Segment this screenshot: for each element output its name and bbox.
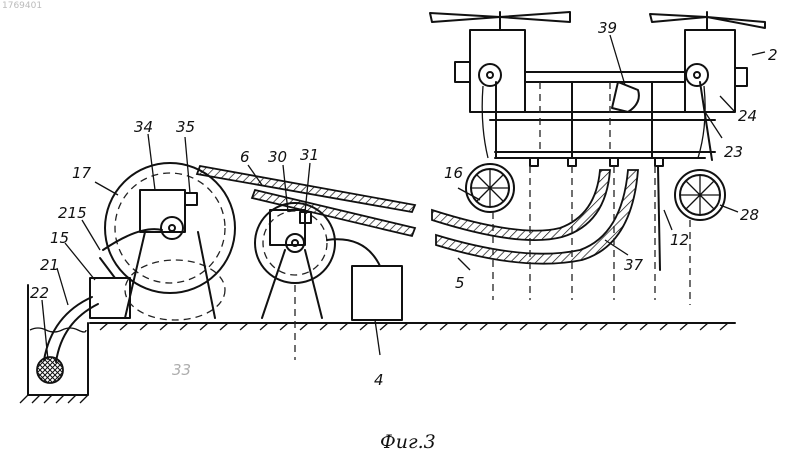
label-24: 24: [738, 107, 757, 125]
label-17: 17: [72, 164, 92, 182]
figure-caption: Фиг.3: [380, 431, 436, 453]
liquid-tank: [20, 285, 88, 403]
label-33: 33: [172, 361, 191, 379]
suction-filter: [37, 357, 63, 383]
label-16: 16: [444, 164, 463, 182]
vehicle-frame: [455, 30, 747, 166]
support-box: [352, 266, 402, 320]
wheel-right: [675, 170, 725, 220]
label-31: 31: [300, 146, 319, 164]
label-39: 39: [598, 19, 617, 37]
label-4: 4: [374, 371, 384, 389]
rotor-left: [430, 12, 570, 30]
label-5: 5: [455, 274, 465, 292]
label-30: 30: [268, 148, 287, 166]
label-22: 22: [30, 284, 49, 302]
stamp-number: 1769401: [2, 1, 42, 11]
label-6: 6: [240, 148, 250, 166]
label-215: 215: [58, 204, 87, 222]
leader-lines: [42, 35, 765, 360]
pump-box: [90, 278, 130, 318]
label-21: 21: [40, 256, 59, 274]
label-12: 12: [670, 231, 689, 249]
label-2: 2: [768, 46, 778, 64]
ground-line: [90, 323, 735, 330]
label-28: 28: [740, 206, 759, 224]
wheel-left: [466, 164, 514, 212]
label-23: 23: [724, 143, 743, 161]
rotor-right: [650, 12, 765, 30]
label-37: 37: [624, 256, 644, 274]
label-35: 35: [176, 118, 195, 136]
hose-drum: [103, 163, 235, 320]
label-15: 15: [50, 229, 69, 247]
small-drum: [255, 203, 335, 360]
label-34: 34: [134, 118, 153, 136]
